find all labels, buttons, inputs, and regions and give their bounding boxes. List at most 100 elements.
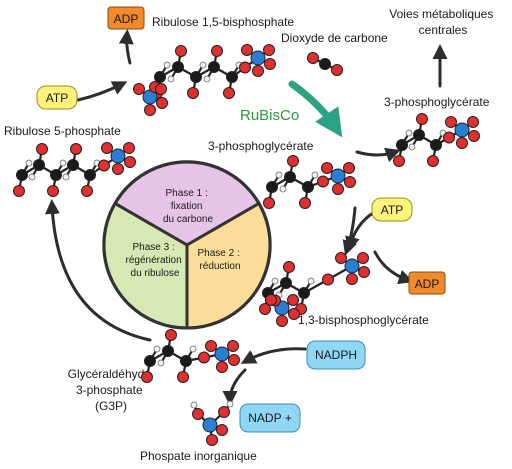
molecule-g3p [141, 329, 240, 383]
oxygen-atom [259, 303, 271, 315]
label-pga-right: 3-phosphoglycérate [384, 95, 490, 109]
svg-text:Voies métaboliques central: Voies métaboliques centrales [389, 7, 496, 37]
label-phosphate: Phospate inorganique [140, 449, 257, 463]
carbon-atom [266, 181, 278, 193]
hydrogen-atom [307, 277, 315, 285]
oxygen-atom [299, 197, 311, 209]
molecule-ribulose-bisphosphate [133, 44, 276, 116]
oxygen-atom [321, 162, 333, 174]
oxygen-atom [307, 52, 319, 64]
hydrogen-atom [203, 75, 211, 83]
oxygen-atom [13, 185, 25, 197]
hydrogen-atom [153, 345, 161, 353]
oxygen-atom [216, 361, 228, 373]
hydrogen-atom [199, 61, 207, 69]
hydrogen-atom [28, 173, 36, 181]
oxygen-atom [81, 185, 93, 197]
hydrogen-atom [163, 61, 171, 69]
oxygen-atom [276, 315, 288, 327]
phase2-line2: réduction [199, 261, 240, 272]
hydrogen-atom [275, 171, 283, 179]
oxygen-atom [317, 175, 329, 188]
molecule-inorganic-phosphate [190, 400, 234, 446]
oxygen-atom [288, 308, 300, 320]
oxygen-atom [443, 131, 455, 144]
carbon-atom [298, 287, 310, 299]
oxygen-atom [287, 155, 299, 167]
nadp-badge: NADP + [239, 403, 301, 433]
oxygen-atom [346, 273, 358, 285]
atp-badge-top-label: ATP [46, 91, 68, 105]
oxygen-atom [263, 197, 275, 209]
atp-badge-right: ATP [371, 197, 413, 222]
hydrogen-atom [59, 159, 67, 167]
atp-badge-top: ATP [36, 85, 78, 110]
oxygen-atom [331, 64, 343, 76]
carbon-atom [67, 159, 79, 171]
carbon-atom [396, 139, 408, 151]
arrow-to-adp-top [118, 29, 134, 65]
hydrogen-atom [408, 143, 416, 151]
oxygen-atom [112, 163, 124, 175]
phase1-line2: fixation [171, 201, 203, 212]
arrow-g3p-to-ribulose-phosphate [44, 199, 152, 342]
oxygen-atom [216, 424, 228, 436]
oxygen-atom [36, 143, 48, 155]
label-pga-center: 3-phosphoglycérate [208, 139, 314, 153]
carbon-atom [319, 58, 331, 70]
oxygen-atom [123, 142, 135, 154]
molecule-pga-right [393, 113, 480, 167]
oxygen-atom [445, 116, 457, 128]
oxygen-atom [263, 44, 275, 56]
label-bpg: 1,3-bisphosphoglycérate [298, 313, 429, 327]
carbon-atom [162, 345, 174, 357]
oxygen-atom [144, 104, 156, 116]
arrow-atp-right-in [345, 211, 375, 252]
phosphorus-atom [454, 122, 470, 138]
arrow-atp-to-ribulose-bisphosphate [76, 81, 128, 102]
oxygen-atom [206, 434, 218, 446]
carbon-atom [302, 181, 314, 193]
oxygen-atom [416, 113, 428, 125]
oxygen-atom [335, 252, 347, 264]
oxygen-atom [332, 183, 344, 195]
carbon-atom [33, 159, 45, 171]
adp-badge-right-label: ADP [415, 277, 440, 291]
svg-text:Glycéraldéhyde 3-phosphate: Glycéraldéhyde 3-phosphate (G3P) [68, 367, 155, 413]
hydrogen-atom [25, 159, 33, 167]
carbon-atom [413, 129, 425, 141]
oxygen-atom [177, 371, 189, 383]
oxygen-atom [265, 294, 277, 306]
arrow-g3p-to-phosphate [222, 368, 247, 406]
carbon-atom [172, 61, 184, 73]
molecule-ribulose-phosphate [13, 142, 136, 197]
molecule-pga-center [263, 155, 356, 209]
oxygen-atom [357, 252, 369, 264]
rubisco-arrow [288, 80, 343, 138]
molecule-bpg [259, 252, 370, 327]
oxygen-atom [344, 176, 356, 188]
oxygen-atom [141, 371, 153, 383]
hydrogen-atom [62, 173, 70, 181]
phosphorus-atom [250, 50, 266, 66]
nadph-badge: NADPH [306, 340, 366, 370]
oxygen-atom [198, 351, 210, 364]
molecule-co2 [307, 52, 343, 76]
arrow-pga-to-pga-right [355, 147, 401, 163]
adp-badge-right: ADP [408, 271, 446, 295]
hydrogen-atom [167, 75, 175, 83]
label-g3p-line2: 3-phosphate [76, 383, 143, 397]
label-g3p-line3: (G3P) [95, 399, 127, 413]
calvin-cycle-pie: Phase 1 : fixation du carbone Phase 2 : … [102, 160, 272, 330]
adp-badge-top-label: ADP [114, 12, 139, 26]
oxygen-atom [124, 156, 136, 168]
oxygen-atom [156, 97, 168, 109]
label-ribulose-bisphosphate: Ribulose 1,5-bisphosphate [152, 15, 294, 29]
oxygen-atom [322, 273, 334, 286]
oxygen-atom [165, 329, 177, 341]
phosphorus-atom [344, 258, 360, 274]
oxygen-atom [358, 266, 370, 278]
svg-text:Phase 2 : réduction: Phase 2 : réduction [197, 248, 242, 272]
oxygen-atom [101, 142, 113, 154]
